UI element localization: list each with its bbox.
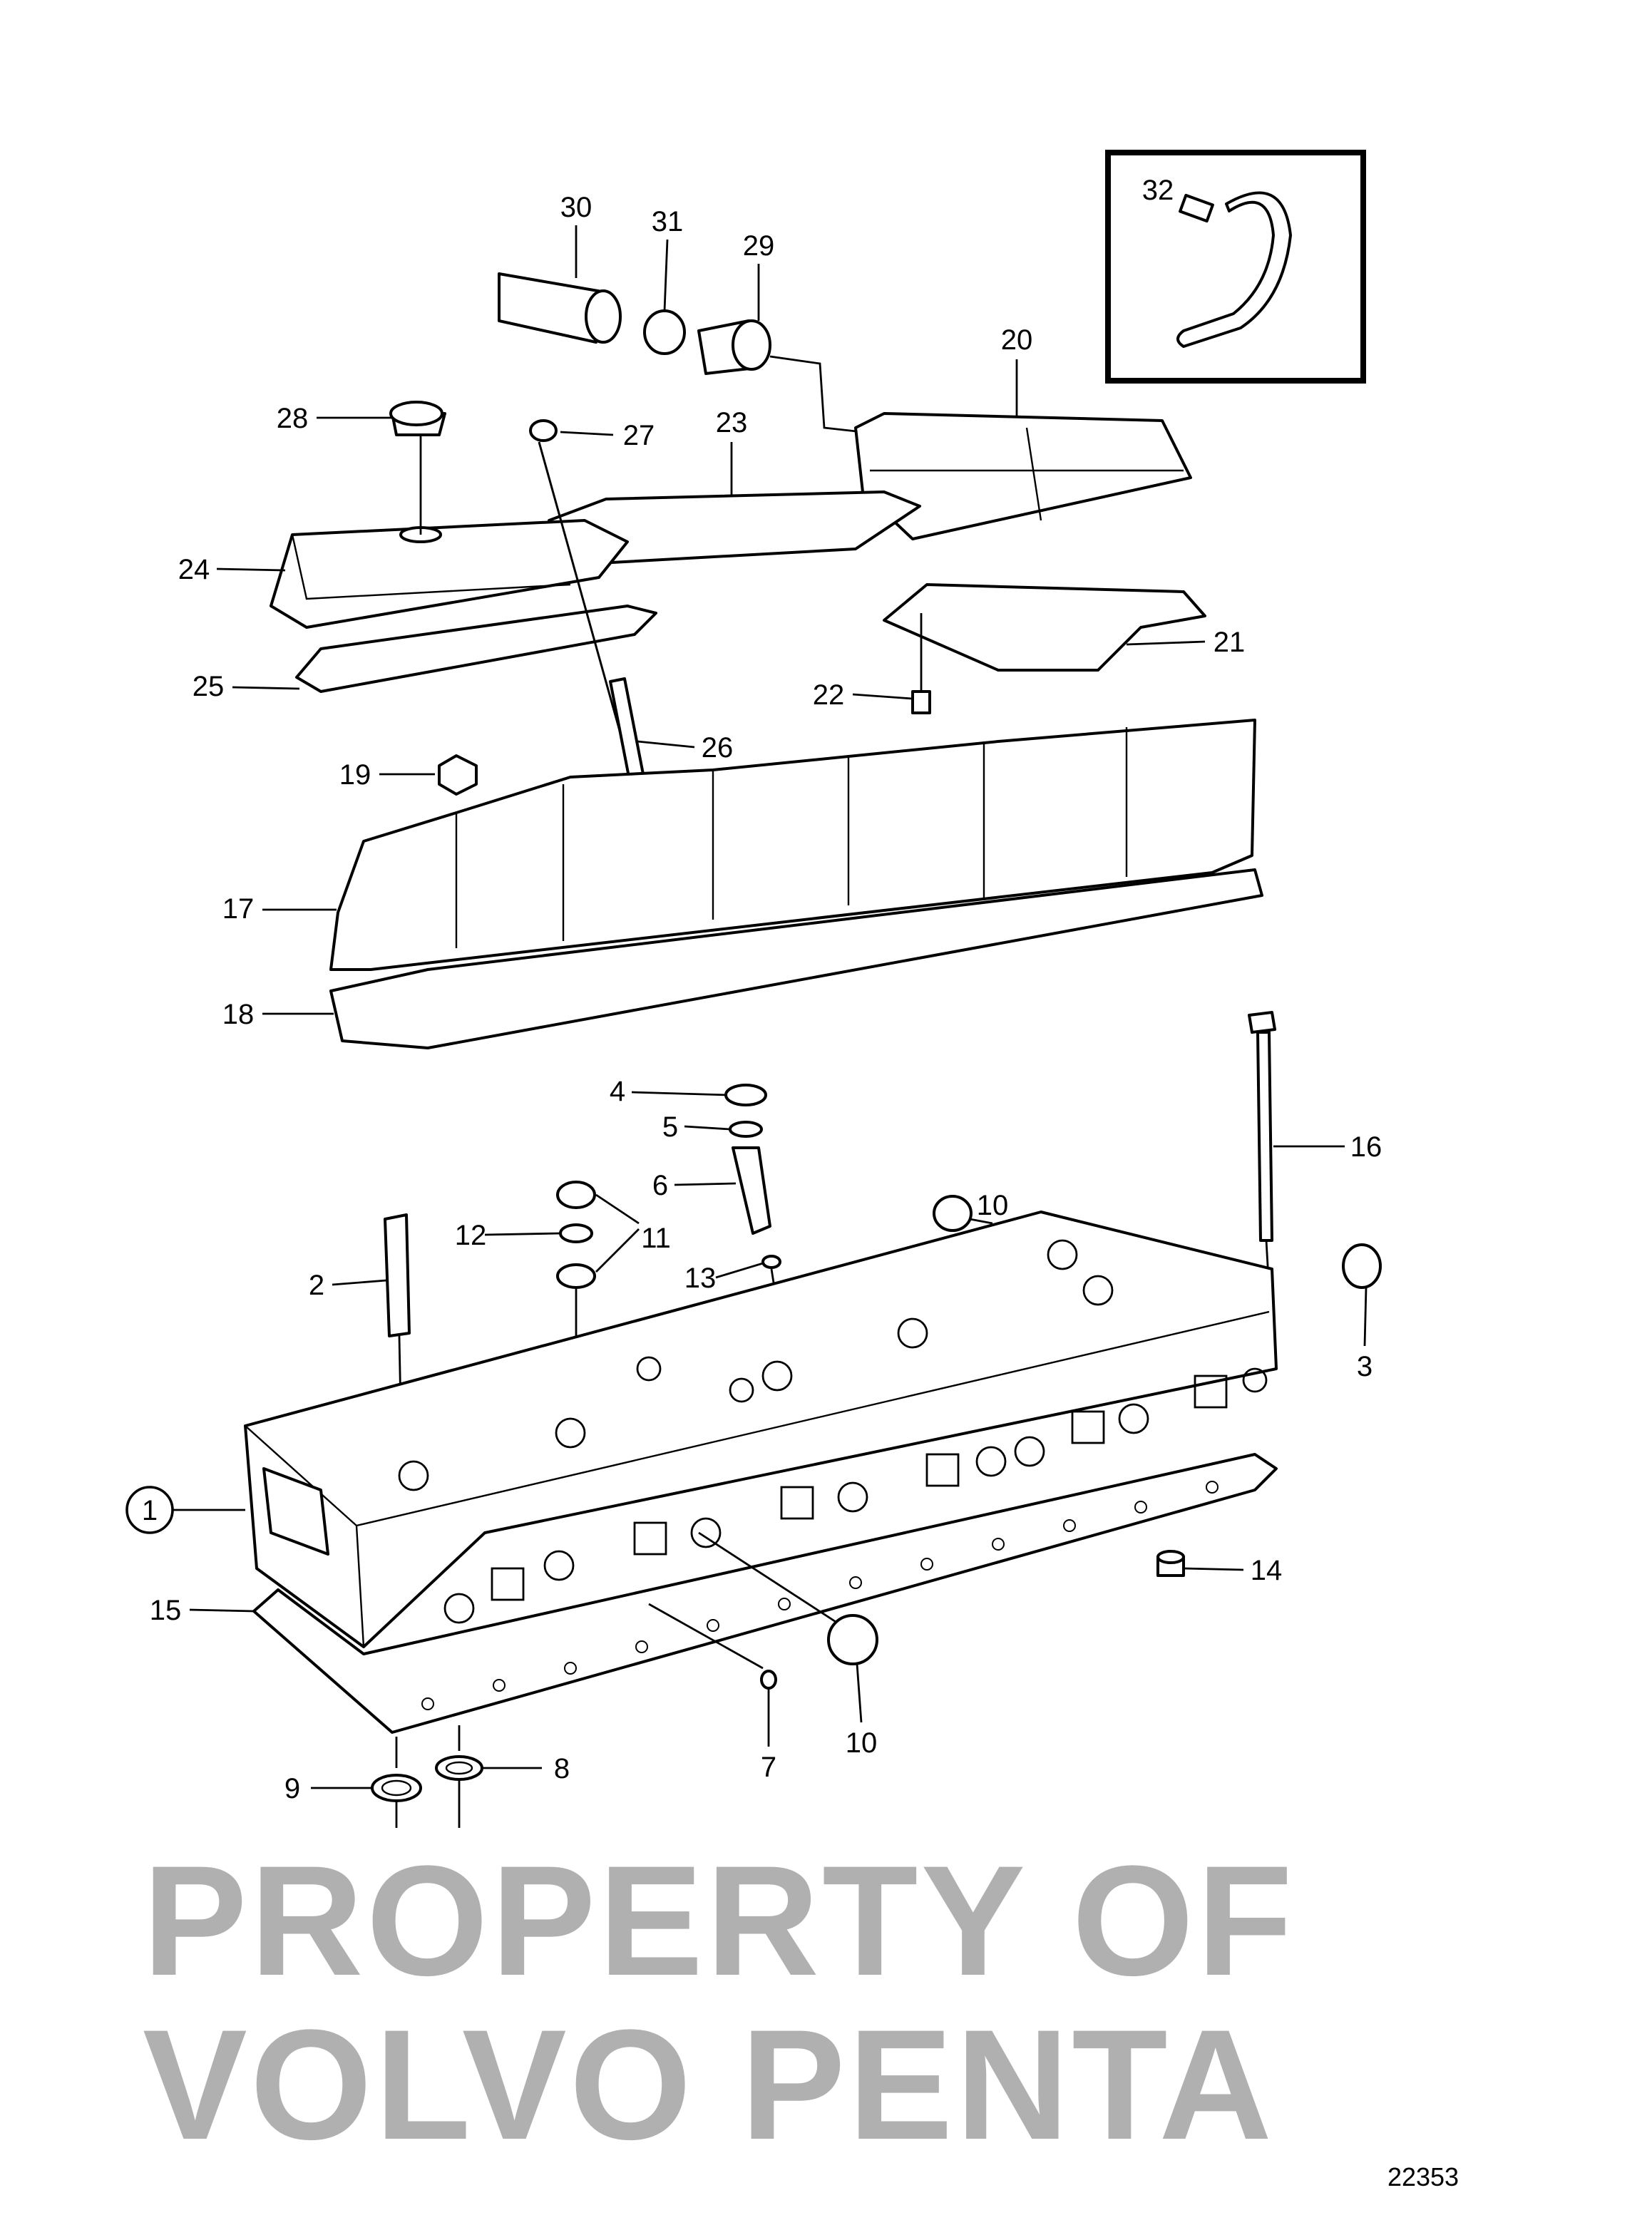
watermark-line-1: PROPERTY OF: [143, 1833, 1296, 2008]
callout-14: 14: [1251, 1555, 1283, 1586]
callout-3: 3: [1357, 1351, 1373, 1382]
callout-18: 18: [222, 999, 255, 1030]
callout-19: 19: [339, 759, 371, 791]
callout-7: 7: [761, 1752, 776, 1783]
head-gasket: [252, 1453, 1278, 1734]
cylinder-head: [244, 1211, 1278, 1648]
valve-cover: [329, 719, 1256, 971]
callout-4: 4: [610, 1076, 625, 1107]
watermark-line-2: VOLVO PENTA: [143, 1997, 1275, 2172]
callout-15: 15: [150, 1595, 182, 1626]
callout-29: 29: [743, 230, 775, 262]
callout-21: 21: [1214, 627, 1246, 658]
callout-10-upper: 10: [977, 1190, 1009, 1221]
breather-hose: [498, 272, 863, 433]
callout-5: 5: [662, 1111, 678, 1143]
callout-labels: 1 2 3 4 5 6 7 8 9 10 10 11 12 13 14 15 1…: [125, 175, 1459, 2191]
valve-cover-gasket: [329, 868, 1263, 1049]
callout-32: 32: [1142, 175, 1174, 206]
figure-number: 22353: [1387, 2162, 1459, 2191]
inset-cable-tie: [1105, 150, 1366, 384]
callout-24: 24: [178, 554, 210, 585]
callout-16: 16: [1350, 1131, 1382, 1163]
callout-1: 1: [142, 1495, 158, 1526]
callout-26: 26: [702, 732, 734, 764]
watermark: PROPERTY OF VOLVO PENTA: [143, 1833, 1296, 2172]
callout-6: 6: [652, 1170, 668, 1201]
callout-20: 20: [1001, 324, 1033, 356]
valve-cover-upper: [270, 401, 1192, 629]
callout-12: 12: [455, 1220, 487, 1251]
callout-8: 8: [554, 1753, 570, 1784]
leader-lines: [171, 225, 1368, 1789]
callout-25: 25: [193, 671, 225, 702]
callout-22: 22: [813, 679, 845, 711]
callout-27: 27: [623, 420, 655, 451]
callout-2: 2: [309, 1270, 324, 1301]
callout-31: 31: [652, 206, 684, 237]
callout-9: 9: [284, 1773, 300, 1804]
gaskets-top: [295, 583, 1206, 714]
callout-circle: [125, 1486, 174, 1534]
callout-13: 13: [684, 1263, 717, 1294]
callout-28: 28: [277, 403, 309, 434]
stud-and-nut: [438, 441, 646, 796]
head-bolt: [1248, 1011, 1276, 1291]
cable-tie-icon: [1176, 191, 1292, 348]
callout-30: 30: [560, 192, 592, 223]
callout-23: 23: [716, 407, 748, 438]
callout-10-lower: 10: [846, 1727, 878, 1759]
callout-17: 17: [222, 893, 255, 925]
callout-11: 11: [641, 1223, 671, 1254]
